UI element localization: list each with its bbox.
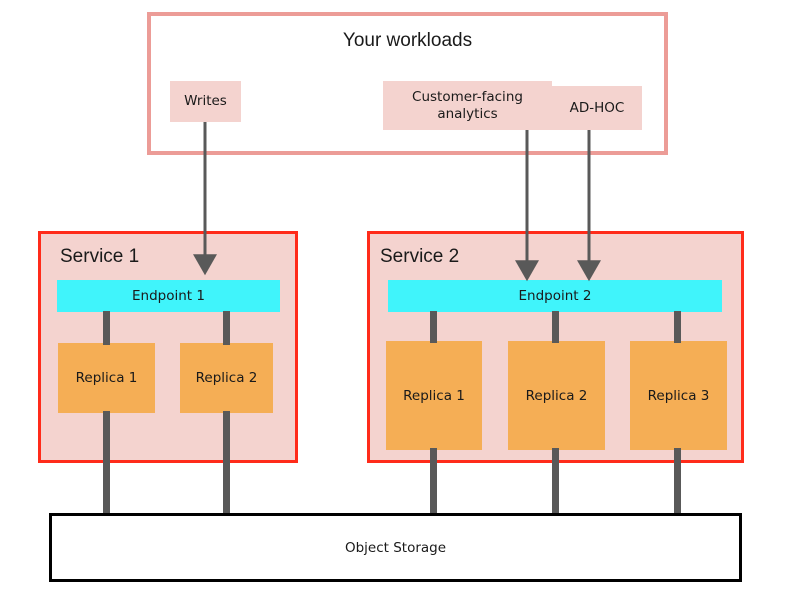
connector-s1-replica1-storage	[103, 411, 110, 515]
service-2-replica-1[interactable]: Replica 1	[386, 341, 482, 450]
workload-chip-ad-hoc[interactable]: AD-HOC	[552, 86, 642, 130]
connector-s1-replica2-storage	[223, 411, 230, 515]
service-1-endpoint[interactable]: Endpoint 1	[57, 280, 280, 312]
object-storage-box: Object Storage	[49, 513, 742, 582]
service-2-title: Service 2	[380, 246, 460, 267]
service-2-replica-3[interactable]: Replica 3	[630, 341, 727, 450]
service-2-endpoint[interactable]: Endpoint 2	[388, 280, 722, 312]
connector-endpoint2-replica2	[552, 311, 559, 343]
workloads-title: Your workloads	[342, 30, 473, 51]
connector-endpoint2-replica3	[674, 311, 681, 343]
connector-s2-replica2-storage	[552, 448, 559, 515]
service-1-title: Service 1	[60, 246, 140, 267]
workload-chip-customer-facing-analytics[interactable]: Customer-facing analytics	[383, 81, 552, 130]
connector-s2-replica3-storage	[674, 448, 681, 515]
connector-s2-replica1-storage	[430, 448, 437, 515]
connector-endpoint1-replica2	[223, 311, 230, 345]
connector-endpoint2-replica1	[430, 311, 437, 343]
service-1-replica-1[interactable]: Replica 1	[58, 343, 155, 413]
service-1-replica-2[interactable]: Replica 2	[180, 343, 273, 413]
connector-endpoint1-replica1	[103, 311, 110, 345]
service-2-replica-2[interactable]: Replica 2	[508, 341, 605, 450]
workload-chip-writes[interactable]: Writes	[170, 81, 241, 122]
